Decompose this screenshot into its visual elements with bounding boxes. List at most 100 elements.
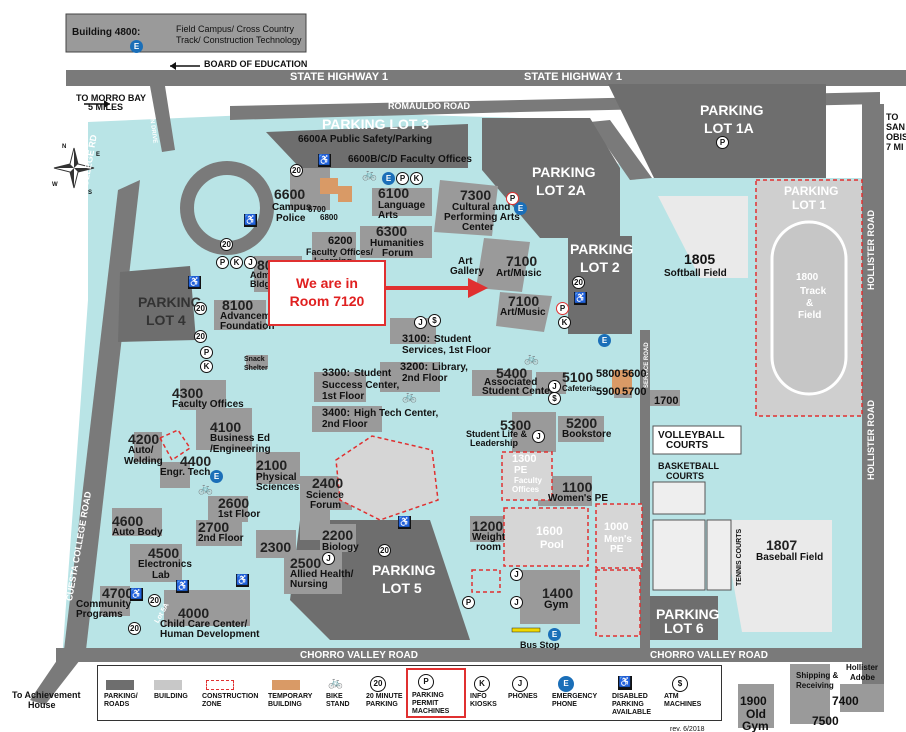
slo-label-2: SAN (886, 122, 906, 132)
legend-accessible-icon: ♿ (618, 676, 632, 690)
bldg-1807-label: Baseball Field (756, 552, 824, 563)
emergency-phone-icon: E (382, 172, 395, 185)
bldg-4300-label: Faculty Offices (172, 399, 244, 410)
phone-icon: J (510, 596, 523, 609)
bldg-5200-num: 5200 (566, 415, 598, 431)
bldg-1400-label: Gym (544, 599, 569, 611)
bldg-1800-label-3: Field (798, 310, 822, 321)
bldg-7400-label: 7400 (832, 694, 859, 708)
bldg-1200-num: 1200 (472, 518, 504, 534)
legend-phone-icon: J (512, 676, 528, 692)
slo-label-3: OBIS (886, 132, 906, 142)
legend-atm-icon: $ (672, 676, 688, 692)
art-gallery-label-2: Gallery (450, 266, 484, 277)
bldg-1000-label-2: PE (610, 544, 624, 555)
bldg-7100b-label: Art/Music (500, 307, 546, 318)
parking-permit-icon: P (462, 596, 475, 609)
bldg-5300-label-1: Student Life & (466, 429, 527, 439)
track-construction-label: Track/ Construction Technology (176, 35, 302, 45)
achievement-house-label-1: To Achievement (12, 690, 81, 700)
slo-label-4: 7 MI (886, 142, 904, 152)
bldg-5300-label-2: Leadership (470, 438, 519, 448)
basketball-courts-label-1: BASKETBALL (658, 461, 719, 471)
bldg-3100-label-2: Services, 1st Floor (402, 345, 491, 356)
parking-lot-1a (608, 84, 826, 178)
bldg-6800-label: 6800 (320, 213, 338, 222)
bldg-4100-label-1: Business Ed (210, 433, 271, 444)
legend-kiosk-icon: K (474, 676, 490, 692)
building-4800-label: Building 4800: (72, 27, 141, 38)
twenty-minute-parking-icon: 20 (572, 276, 585, 289)
chorro-valley-label-b: CHORRO VALLEY ROAD (650, 650, 768, 661)
phone-icon: J (510, 568, 523, 581)
legend-label-kiosk: INFO KIOSKS (470, 693, 497, 708)
bldg-6300-label-2: Forum (382, 248, 414, 259)
info-kiosk-icon: K (230, 256, 243, 269)
bldg-5400-num: 5400 (496, 365, 528, 381)
bldg-80-label-2: Bldg (250, 279, 270, 289)
compass-e: E (96, 152, 101, 158)
bldg-8100-label-2: Foundation (220, 321, 275, 332)
bldg-5600-label: 5600 (622, 368, 647, 380)
twenty-minute-parking-icon: 20 (290, 164, 303, 177)
callout-line-2: Room 7120 (289, 293, 365, 309)
education-drive-road (150, 86, 175, 152)
parking-permit-icon: P (396, 172, 409, 185)
bldg-2100-num: 2100 (256, 457, 288, 473)
hollister-road (862, 104, 884, 704)
bldg-7100b-num: 7100 (508, 293, 540, 309)
parking-lot-2a-label-2: LOT 2A (536, 182, 586, 198)
parking-lot-1a-label-1: PARKING (700, 102, 764, 118)
baseball-field (722, 520, 832, 632)
romauldo-road-label: ROMAULDO ROAD (388, 101, 470, 111)
bldg-5900-label: 5900 (596, 386, 621, 398)
to-slo-label: TO (886, 112, 899, 122)
bldg-1900-label-3: Gym (742, 719, 769, 732)
parking-lot-5-label-1: PARKING (372, 562, 436, 578)
bldg-4300-num: 4300 (172, 385, 204, 401)
twenty-minute-parking-icon: 20 (194, 330, 207, 343)
bldg-4600-num: 4600 (112, 513, 144, 529)
art-gallery-label-1: Art (458, 256, 473, 267)
bldg-2700-label: 2nd Floor (198, 533, 244, 544)
bike-stand-icon: 🚲 (198, 481, 213, 495)
bus-stop-label: Bus Stop (520, 640, 560, 650)
compass-icon (53, 147, 95, 189)
bldg-4500-label-1: Electronics (138, 559, 192, 570)
field-campus-label: Field Campus/ Cross Country (176, 24, 295, 34)
bldg-5100-num: 5100 (562, 369, 594, 385)
volleyball-courts-label-1: VOLLEYBALL (658, 430, 725, 441)
bike-stand-icon: 🚲 (362, 167, 377, 181)
bldg-6600-label-1: Campus (272, 202, 312, 213)
hollister-road-label-a: HOLLISTER ROAD (866, 210, 876, 290)
highway-1-road (66, 70, 906, 86)
bldg-4200-num: 4200 (128, 431, 160, 447)
parking-lot-4 (118, 266, 196, 342)
parking-permit-icon: P (216, 256, 229, 269)
parking-lot-3 (266, 124, 468, 168)
bldg-2500-num: 2500 (290, 555, 322, 571)
compass-w: W (52, 182, 58, 188)
bldg-4200-label-1: Auto/ (128, 445, 154, 456)
bldg-1805-num: 1805 (684, 251, 716, 267)
bldg-2400-label-1: Science (306, 490, 344, 501)
bldg-2100-label-1: Physical (256, 472, 297, 483)
parking-lot-6-label-2: LOT 6 (664, 620, 704, 636)
parking-lot-2-label-1: PARKING (570, 241, 634, 257)
bldg-3400-label-2: 2nd Floor (322, 419, 368, 430)
bldg-7300-label-2: Performing Arts (444, 212, 520, 223)
bike-stand-icon: 🚲 (524, 351, 539, 365)
bldg-1800-label-1: Track (800, 286, 827, 297)
parking-lot-6-label-1: PARKING (656, 606, 720, 622)
shipping-receiving-label-1: Shipping & (796, 671, 839, 680)
bldg-5200-label: Bookstore (562, 429, 612, 440)
bldg-1300-label-1: PE (514, 465, 528, 476)
hollister-adobe-label-1: Hollister (846, 663, 879, 672)
parking-lot-3-label: PARKING LOT 3 (322, 116, 430, 132)
bldg-1000-label-1: Men's (604, 534, 632, 545)
callout-line-1: We are in (296, 275, 358, 291)
bldg-4200-label-2: Welding (124, 456, 163, 467)
bldg-4500-label-2: Lab (152, 570, 170, 581)
parking-lot-4-label-1: PARKING (138, 294, 202, 310)
